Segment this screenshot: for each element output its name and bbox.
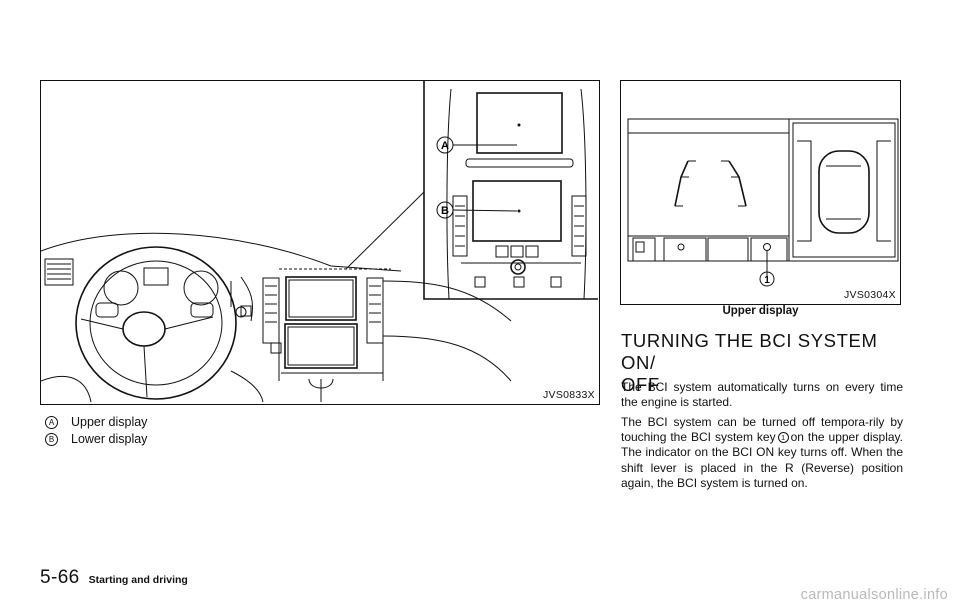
upper-display-illustration: 1 JVS0304X [620,80,901,305]
zoom-frame [423,81,598,300]
legend-marker-a: A [45,415,58,429]
section-heading: TURNING THE BCI SYSTEM ON/ OFF [621,330,911,396]
heading-line-1: TURNING THE BCI SYSTEM ON/ [621,330,878,373]
callout-1-label: 1 [764,275,770,286]
camera-view-drawing: 1 [627,118,899,287]
paragraph-1: The BCI system automatically turns on ev… [621,380,903,410]
guide-line-right [728,160,747,207]
figure-code: JVS0833X [542,389,595,401]
legend-text-b: Lower display [71,432,148,446]
steering-wheel [75,246,237,400]
dashboard-illustration: A B JVS0833X [40,80,600,405]
zoom-upper-display [476,92,563,154]
page-footer: 5-66 Starting and driving [40,567,188,589]
heading-line-2: OFF [621,374,660,395]
callout-1-circle [759,271,775,287]
car-top-view [818,150,870,234]
paragraph-2: The BCI system can be turned off tempora… [621,415,903,491]
figure-caption: Upper display [722,305,799,317]
legend-item-a: A Upper display [45,415,147,429]
callout-a-label: A [441,140,449,152]
callout-b-label: B [441,205,449,217]
page-number: 5-66 [40,567,80,588]
watermark: carmanualsonline.info [800,587,948,603]
legend-marker-b: B [45,432,58,446]
legend-text-a: Upper display [71,415,148,429]
zoom-lower-display [472,180,562,242]
dashboard-drawing: A B [41,81,598,403]
legend-item-b: B Lower display [45,432,147,446]
bci-key-marker: 1 [777,432,789,444]
guide-line-left [674,160,689,207]
bci-key [750,237,788,262]
paragraph-2-start: The BCI system can be turned off tempora… [621,415,903,445]
paragraph-2-end: on the upper display. The indicator on t… [621,430,903,490]
figure-code: JVS0304X [843,289,896,301]
section-title: Starting and driving [88,574,188,586]
